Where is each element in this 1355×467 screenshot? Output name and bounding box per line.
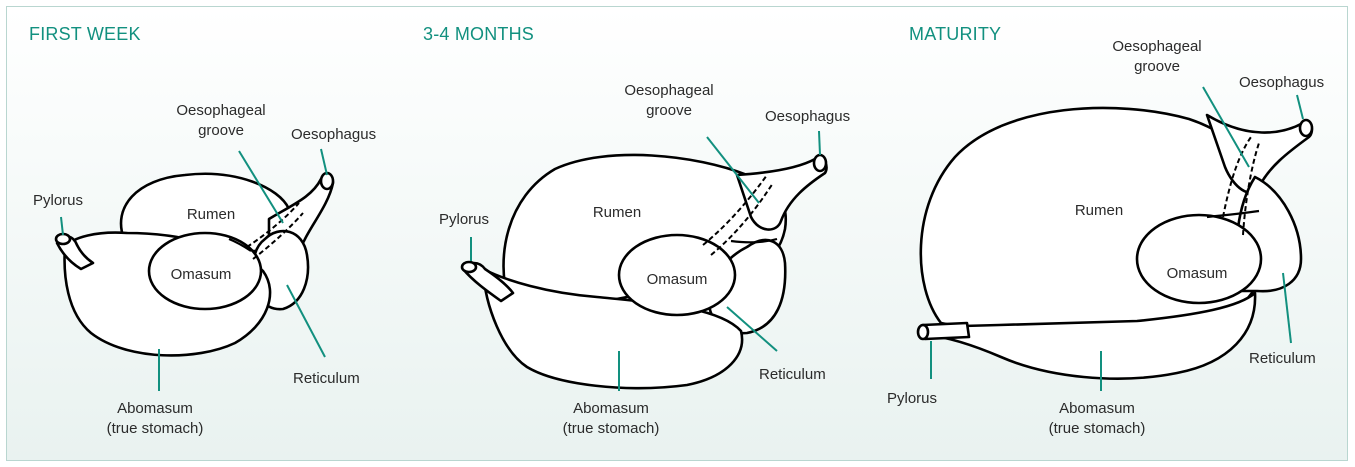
- label-abomasum-3a: Abomasum: [1059, 400, 1135, 417]
- diagram-frame: FIRST WEEK 3-4 MONTHS MATURITY: [6, 6, 1348, 461]
- omasum-shape: [1137, 215, 1261, 303]
- leader-pylorus-1: [61, 217, 63, 235]
- label-oesophageal-groove-2a: Oesophageal: [624, 82, 713, 99]
- label-oesophagus-2: Oesophagus: [765, 108, 850, 125]
- label-oesophageal-groove-1b: groove: [198, 122, 244, 139]
- label-rumen-3: Rumen: [1075, 202, 1123, 219]
- label-pylorus-1: Pylorus: [33, 192, 83, 209]
- leader-oesophagus-2: [819, 131, 820, 155]
- label-reticulum-1: Reticulum: [293, 370, 360, 387]
- label-reticulum-2: Reticulum: [759, 366, 826, 383]
- label-abomasum-3b: (true stomach): [1049, 420, 1146, 437]
- label-oesophageal-groove-3a: Oesophageal: [1112, 38, 1201, 55]
- leader-reticulum-1: [287, 285, 325, 357]
- label-oesophagus-3: Oesophagus: [1239, 74, 1324, 91]
- label-omasum-3: Omasum: [1167, 265, 1228, 282]
- label-oesophagus-1: Oesophagus: [291, 126, 376, 143]
- label-rumen-1: Rumen: [187, 206, 235, 223]
- pylorus-opening: [56, 234, 70, 244]
- pylorus-opening: [918, 325, 928, 339]
- stage-first-week: Oesophageal groove Oesophagus Pylorus Ru…: [33, 102, 376, 437]
- label-reticulum-3: Reticulum: [1249, 350, 1316, 367]
- label-oesophageal-groove-2b: groove: [646, 102, 692, 119]
- leader-oesophagus-1: [321, 149, 327, 175]
- stage-3-4-months: Oesophageal groove Oesophagus Pylorus Ru…: [439, 82, 850, 437]
- label-abomasum-2a: Abomasum: [573, 400, 649, 417]
- label-oesophageal-groove-1a: Oesophageal: [176, 102, 265, 119]
- label-abomasum-1b: (true stomach): [107, 420, 204, 437]
- oesophagus-opening: [814, 155, 826, 171]
- label-oesophageal-groove-3b: groove: [1134, 58, 1180, 75]
- label-abomasum-1a: Abomasum: [117, 400, 193, 417]
- oesophagus-opening: [1300, 120, 1312, 136]
- label-omasum-2: Omasum: [647, 271, 708, 288]
- pylorus-opening: [462, 262, 476, 272]
- pylorus-shape: [923, 323, 969, 339]
- label-rumen-2: Rumen: [593, 204, 641, 221]
- label-abomasum-2b: (true stomach): [563, 420, 660, 437]
- stomach-diagram: Oesophageal groove Oesophagus Pylorus Ru…: [7, 7, 1348, 461]
- label-pylorus-3: Pylorus: [887, 390, 937, 407]
- stage-maturity: Oesophageal groove Oesophagus Pylorus Ru…: [887, 38, 1324, 437]
- leader-oesophagus-3: [1297, 95, 1303, 119]
- label-omasum-1: Omasum: [171, 266, 232, 283]
- oesophagus-opening: [321, 173, 333, 189]
- label-pylorus-2: Pylorus: [439, 211, 489, 228]
